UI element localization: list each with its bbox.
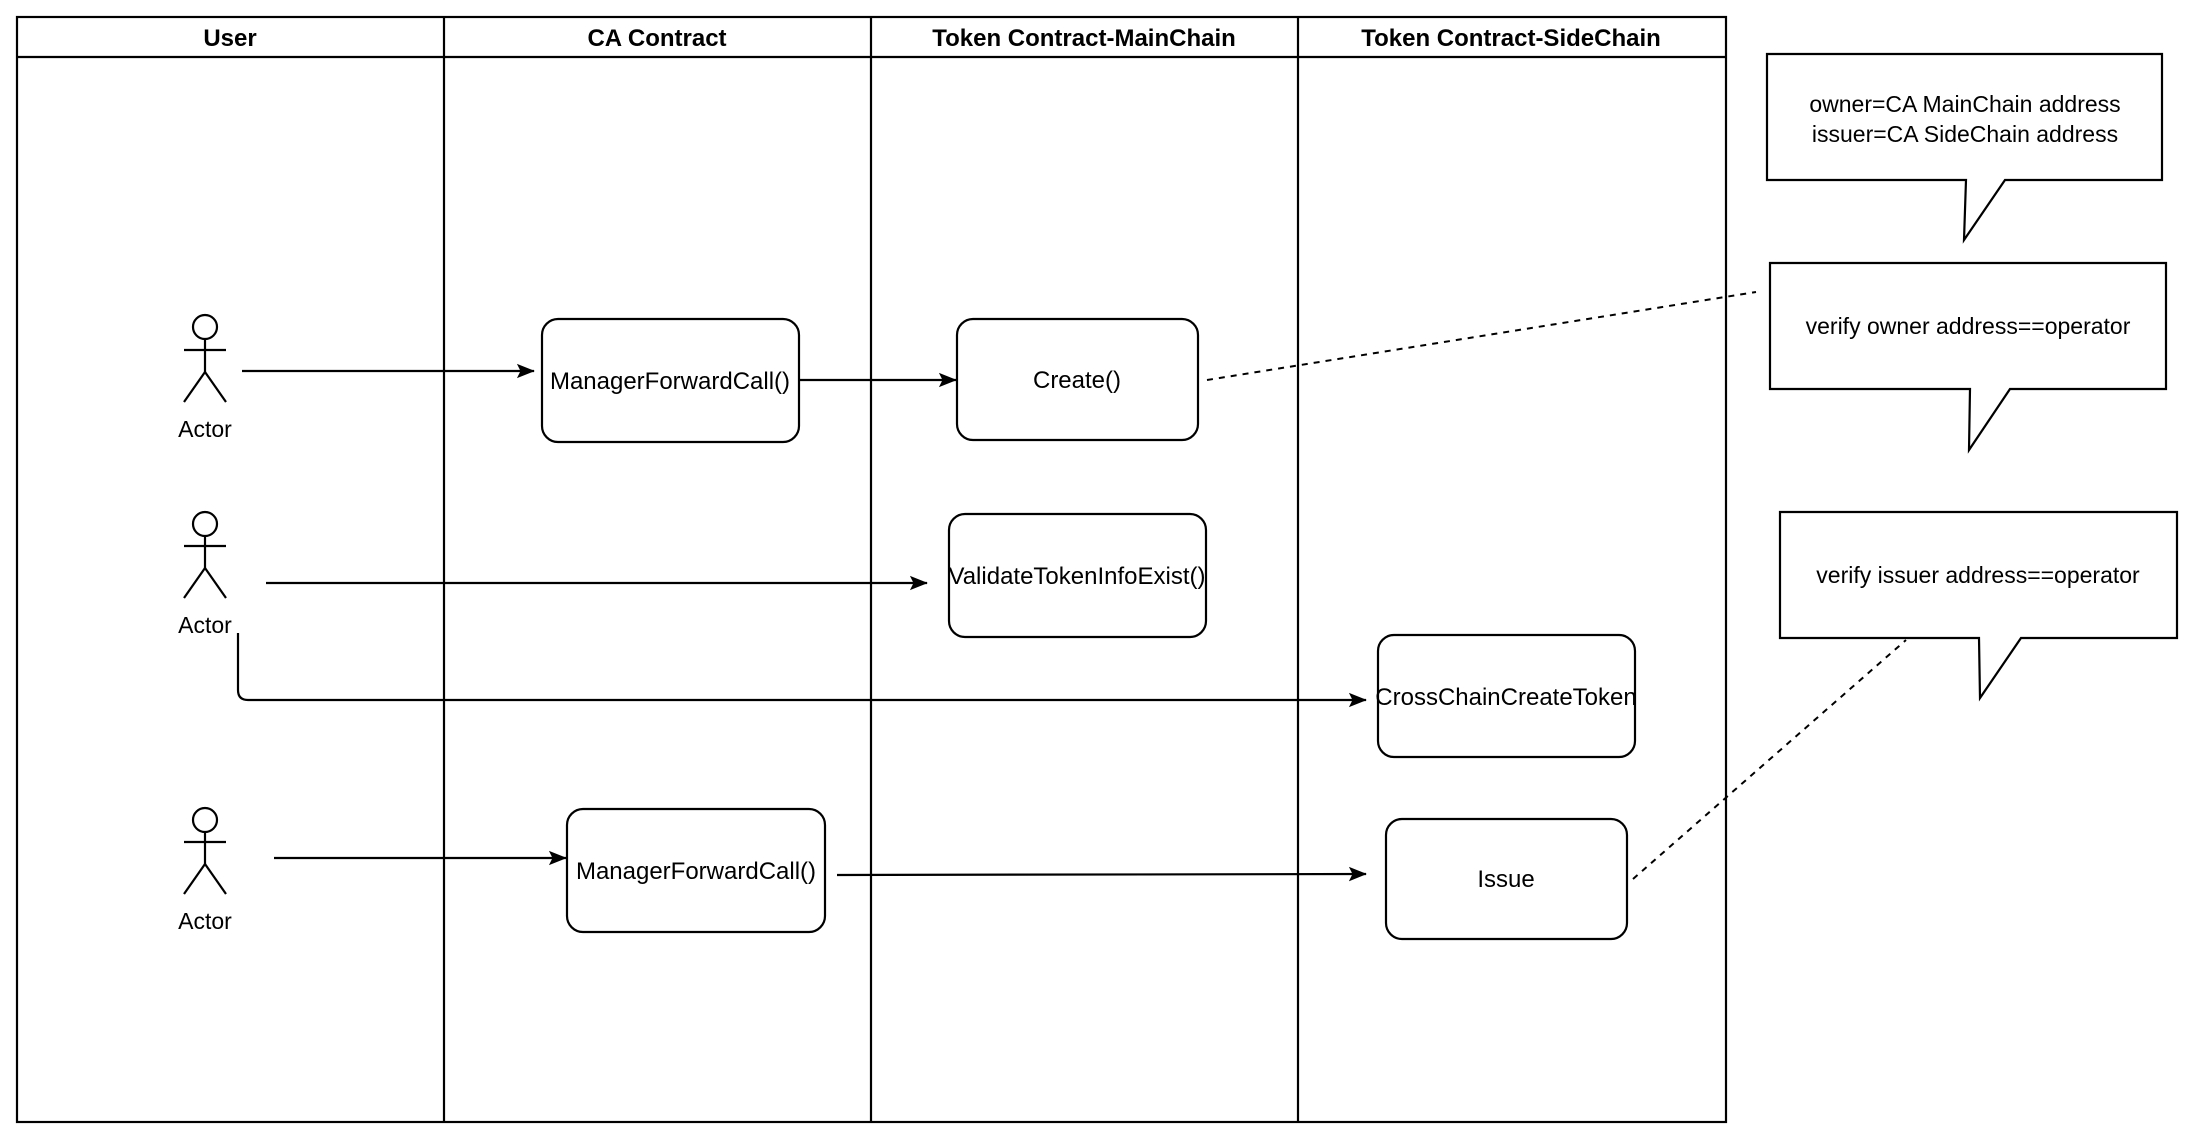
lane-title-ca-contract: CA Contract <box>587 25 726 52</box>
actor-icon <box>183 806 227 895</box>
node-validate-token-info-exist[interactable]: ValidateTokenInfoExist() <box>947 512 1208 639</box>
lane-title-user: User <box>203 25 256 52</box>
node-label: CrossChainCreateToken <box>1375 684 1636 711</box>
node-label: ValidateTokenInfoExist() <box>948 563 1205 590</box>
node-label: Issue <box>1477 866 1534 893</box>
node-label: Create() <box>1033 367 1121 394</box>
node-label: ManagerForwardCall() <box>550 368 790 395</box>
dashed-link-create-to-verify-owner <box>1206 291 1757 381</box>
actor-icon <box>183 313 227 403</box>
node-create[interactable]: Create() <box>955 317 1200 442</box>
lane-title-token-sidechain: Token Contract-SideChain <box>1361 25 1661 52</box>
arrow-forward-call-to-issue <box>836 866 1367 882</box>
node-manager-forward-call-1[interactable]: ManagerForwardCall() <box>540 317 801 444</box>
callout-verify-issuer[interactable]: verify issuer address==operator <box>1778 510 2179 702</box>
actor-icon <box>183 510 227 599</box>
actor-label: Actor <box>178 416 232 442</box>
callout-text: verify issuer address==operator <box>1816 562 2140 588</box>
callout-owner-issuer[interactable]: owner=CA MainChain address issuer=CA Sid… <box>1765 52 2164 244</box>
callout-line-issuer: issuer=CA SideChain address <box>1812 121 2118 147</box>
arrow-actor2-to-cross-chain-create <box>236 633 1367 708</box>
actor-2[interactable]: Actor <box>178 510 232 638</box>
node-manager-forward-call-2[interactable]: ManagerForwardCall() <box>565 807 827 934</box>
node-issue[interactable]: Issue <box>1384 817 1629 941</box>
actor-3[interactable]: Actor <box>178 806 232 934</box>
node-label: ManagerForwardCall() <box>576 858 816 885</box>
callout-text: verify owner address==operator <box>1806 313 2131 339</box>
swimlane-pool: User CA Contract Token Contract-MainChai… <box>15 15 1728 1124</box>
lane-title-token-mainchain: Token Contract-MainChain <box>932 25 1236 52</box>
actor-label: Actor <box>178 612 232 638</box>
actor-label: Actor <box>178 908 232 934</box>
dashed-link-issue-to-verify-issuer <box>1632 639 1907 880</box>
connectors <box>236 291 1907 882</box>
actor-1[interactable]: Actor <box>178 313 232 442</box>
node-cross-chain-create-token[interactable]: CrossChainCreateToken <box>1375 633 1637 759</box>
callout-verify-owner[interactable]: verify owner address==operator <box>1768 261 2168 454</box>
callout-line-owner: owner=CA MainChain address <box>1809 91 2120 117</box>
